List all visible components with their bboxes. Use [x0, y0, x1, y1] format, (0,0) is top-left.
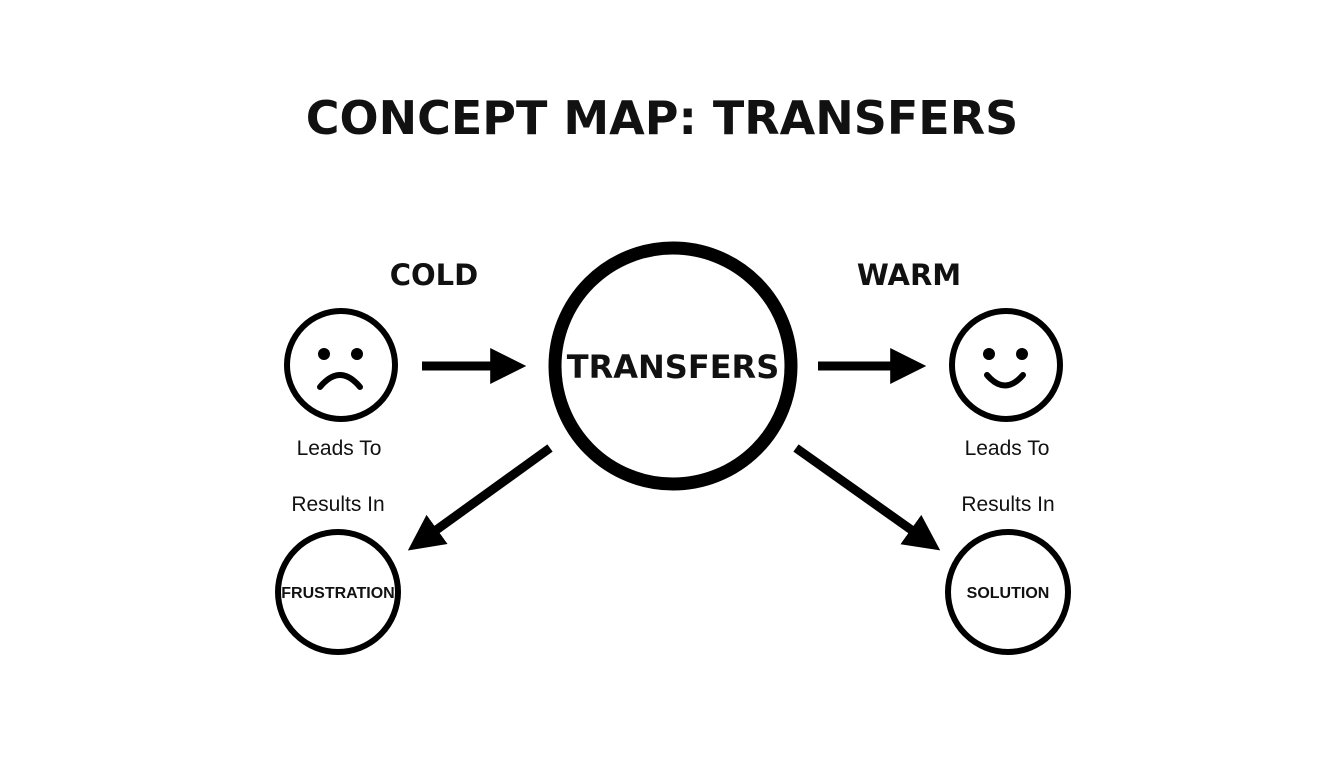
warm-heading: WARM [857, 258, 961, 292]
transfers-node-label: TRANSFERS [567, 348, 779, 386]
warm-results-in-label: Results In [961, 493, 1054, 516]
sad-face-icon [284, 308, 398, 422]
cold-heading: COLD [390, 258, 479, 292]
solution-node: SOLUTION [945, 529, 1071, 655]
cold-results-in-label: Results In [291, 493, 384, 516]
warm-leads-to-label: Leads To [965, 437, 1050, 460]
transfers-to-frustration-arrow [407, 444, 553, 551]
happy-face-icon [949, 308, 1063, 422]
frustration-node: FRUSTRATION [275, 529, 401, 655]
cold-leads-to-label: Leads To [297, 437, 382, 460]
frustration-node-label: FRUSTRATION [281, 585, 394, 602]
solution-node-label: SOLUTION [967, 585, 1050, 602]
transfers-node: TRANSFERS [548, 241, 798, 491]
transfers-to-solution-arrow [793, 444, 941, 551]
page-title: CONCEPT MAP: TRANSFERS [306, 91, 1019, 145]
